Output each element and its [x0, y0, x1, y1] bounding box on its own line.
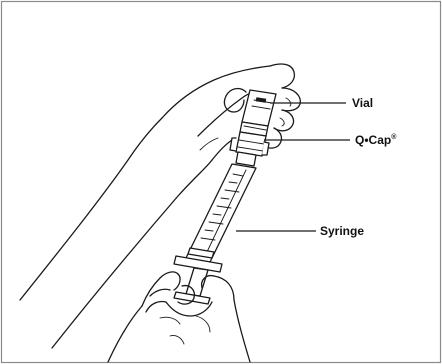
qcap-label-text: Q•Cap — [355, 133, 391, 147]
registered-trademark-mark: ® — [391, 133, 397, 141]
vial-label: Vial — [352, 96, 373, 110]
qcap-label: Q•Cap® — [355, 133, 397, 147]
syringe-label: Syringe — [320, 224, 364, 238]
